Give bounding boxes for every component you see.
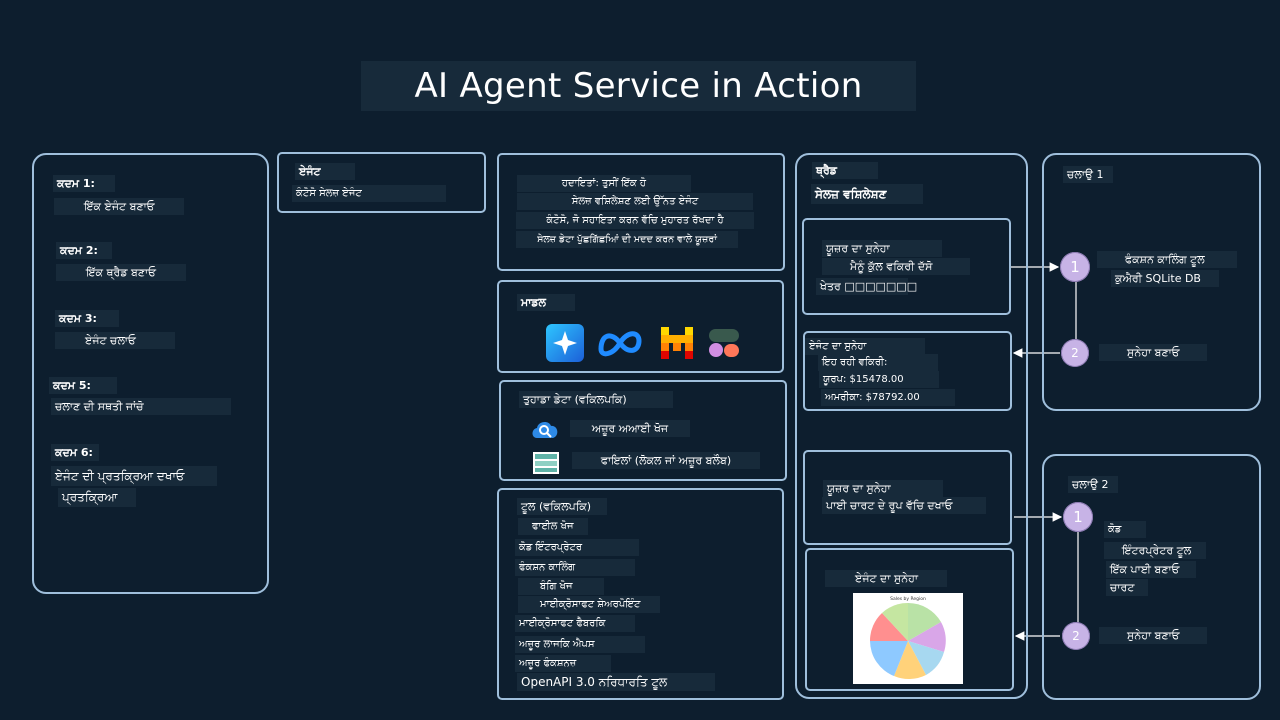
step1-text: ਇੱਕ ਏਜੰਟ ਬਣਾਓ	[54, 198, 184, 215]
agent-name: ਕੰਟੋਸੋ ਸੇਲਜ਼ ਏਜੰਟ	[292, 185, 446, 202]
user-message-2-text: ਪਾਈ ਚਾਰਟ ਦੇ ਰੂਪ ਵੱਚਿ ਦਖਾਓ	[822, 497, 986, 514]
run2-step-1-badge: 1	[1063, 502, 1093, 532]
step2-text: ਇੱਕ ਥ੍ਰੈਡ ਬਣਾਓ	[56, 264, 186, 281]
agent-message-1-line-3: ਅਮਰੀਕਾ: $78792.00	[821, 389, 955, 406]
azure-ai-model-icon	[545, 323, 585, 363]
agent-message-2-box	[805, 548, 1014, 691]
cohere-model-icon	[707, 327, 741, 359]
instructions-line-1: ਹਦਾਇਤਾਂ: ਤੁਸੀਂ ਇੱਕ ਹੋ	[517, 175, 691, 192]
step6-text: ਏਜੰਟ ਦੀ ਪ੍ਰਤਕ੍ਰਿਆ ਦਖਾਓ	[51, 466, 217, 486]
run1-step-1-badge: 1	[1060, 252, 1090, 282]
user-message-2-box	[803, 450, 1012, 545]
agent-message-1-heading: ਏਜੰਟ ਦਾ ਸੁਨੇਹਾ	[805, 338, 925, 355]
user-message-1-text-2: ਖੇਤਰ □□□□□□□	[816, 278, 917, 295]
agent-title: ਏਜੰਟ	[295, 163, 355, 180]
pie-chart-image: Sales by Region	[853, 593, 963, 684]
run1-tool-action: ਕੁਐਰੀ SQLite DB	[1111, 270, 1219, 287]
tools-title: ਟੂਲ (ਵਕਿਲਪਕਿ)	[517, 498, 607, 515]
data-title: ਤੁਹਾਡਾ ਡੇਟਾ (ਵਕਿਲਪਕਿ)	[519, 391, 673, 408]
pie-chart-title: Sales by Region	[890, 596, 926, 602]
user-message-1-box	[802, 218, 1011, 315]
data-files-label: ਫਾਇਲਾਂ (ਲੋਕਲ ਜਾਂ ਅਜ਼ੂਰ ਬਲੌਬ)	[572, 452, 760, 469]
instructions-line-4: ਸੇਲਜ਼ ਡੇਟਾ ਪੁੱਛਗਿੱਛਆਿਂ ਦੀ ਮਦਦ ਕਰਨ ਵਾਲੇ ਯ…	[516, 231, 738, 248]
run2-message-label: ਸੁਨੇਹਾ ਬਣਾਓ	[1099, 627, 1207, 644]
meta-model-icon	[597, 327, 643, 359]
tool-item: ਫਾਈਲ ਖੋਜ	[518, 518, 588, 535]
run1-message-label: ਸੁਨੇਹਾ ਬਣਾਓ	[1099, 344, 1207, 361]
run2-panel	[1042, 454, 1261, 700]
run1-tool-name: ਫੰਕਸ਼ਨ ਕਾਲਿੰਗ ਟੂਲ	[1097, 251, 1237, 268]
step3-heading: ਕਦਮ 3:	[55, 310, 119, 327]
run1-step-2-badge: 2	[1061, 339, 1089, 367]
run2-step-2-badge: 2	[1062, 622, 1090, 650]
run2-tool-action: ਇੱਕ ਪਾਈ ਬਣਾਓ	[1106, 561, 1196, 578]
step2-heading: ਕਦਮ 2:	[56, 242, 112, 259]
step6-heading: ਕਦਮ 6:	[51, 444, 99, 461]
mistral-model-icon	[659, 325, 695, 359]
agent-message-1-line-1: ਇਹ ਰਹੀ ਵਕਿਰੀ:	[818, 354, 938, 371]
tool-item: ਮਾਈਕ੍ਰੋਸਾਫਟ ਫੈਬਰਕਿ	[515, 615, 635, 632]
tool-item: ਅਜ਼ੂਰ ਫੰਕਸ਼ਨਜ਼	[515, 655, 611, 672]
agent-message-1-box	[803, 331, 1012, 411]
step3-text: ਏਜੰਟ ਚਲਾਓ	[55, 332, 175, 349]
models-title: ਮਾਡਲ	[517, 294, 575, 311]
thread-subtitle: ਸੇਲਜ਼ ਵਸ਼ਿਲੇਸ਼ਣ	[811, 184, 923, 204]
tool-item: ਅਜ਼ੂਰ ਲਾਜਕਿ ਐਪਸ	[515, 636, 645, 653]
data-box	[499, 380, 787, 481]
tool-item: ਕੋਡ ਇੰਟਰਪ੍ਰੇਟਰ	[515, 539, 639, 556]
step5-heading: ਕਦਮ 5:	[49, 377, 117, 394]
azure-search-icon	[529, 416, 561, 442]
tool-item: ਮਾਈਕ੍ਰੋਸਾਫਟ ਸ਼ੇਅਰਪੋਇੰਟ	[518, 596, 660, 613]
tools-box	[497, 488, 784, 700]
agent-message-1-line-2: ਯੂਰਪ: $15478.00	[819, 371, 939, 388]
instructions-line-2: ਸੇਲਜ਼ ਵਸ਼ਿਲੇਸ਼ਣ ਲਈ ਉੱਨਤ ਏਜੰਟ	[517, 193, 753, 210]
data-search-label: ਅਜ਼ੂਰ ਅਆਈ ਖੋਜ	[570, 420, 690, 437]
user-message-1-text: ਮੈਨੂੰ ਕੁੱਲ ਵਕਿਰੀ ਦੱਸੋ	[822, 258, 970, 275]
file-storage-icon	[533, 452, 559, 474]
tool-item: OpenAPI 3.0 ਨਰਿਧਾਰਤਿ ਟੂਲ	[517, 673, 715, 691]
steps-panel	[32, 153, 269, 594]
run1-title: ਚਲਾਉ 1	[1063, 166, 1113, 183]
run2-tool-name: ਇੰਟਰਪ੍ਰੇਟਰ ਟੂਲ	[1104, 542, 1206, 559]
thread-panel	[795, 153, 1028, 699]
step1-heading: ਕਦਮ 1:	[53, 175, 115, 192]
agent-message-2-heading: ਏਜੰਟ ਦਾ ਸੁਨੇਹਾ	[825, 570, 947, 587]
step6-text-2: ਪ੍ਰਤਕ੍ਰਿਆ	[58, 488, 136, 507]
step5-text: ਚਲਾਣ ਦੀ ਸਥਤੀ ਜਾਂਚੋ	[51, 398, 231, 415]
thread-title: ਥ੍ਰੈਡ	[812, 162, 878, 179]
instructions-line-3: ਕੰਟੋਸੋ, ਜੋ ਸਹਾਇਤਾ ਕਰਨ ਵੱਚਿ ਮੁਹਾਰਤ ਰੱਖਦਾ …	[516, 212, 754, 229]
tool-item: ਬੰਗਿ ਖੋਜ	[518, 578, 604, 595]
run2-title: ਚਲਾਉ 2	[1068, 476, 1118, 493]
user-message-2-heading: ਯੂਜ਼ਰ ਦਾ ਸੁਨੇਹਾ	[823, 480, 943, 497]
run2-tool-action-2: ਚਾਰਟ	[1106, 579, 1148, 596]
run2-tool-prefix: ਕੋਡ	[1104, 521, 1146, 538]
page-title: AI Agent Service in Action	[361, 61, 916, 111]
tool-item: ਫੰਕਸ਼ਨ ਕਾਲਿੰਗ	[515, 559, 635, 576]
run1-panel	[1042, 153, 1261, 411]
agent-box	[277, 152, 486, 213]
instructions-box	[497, 153, 785, 271]
models-box	[497, 280, 784, 373]
user-message-1-heading: ਯੂਜ਼ਰ ਦਾ ਸੁਨੇਹਾ	[822, 240, 942, 257]
